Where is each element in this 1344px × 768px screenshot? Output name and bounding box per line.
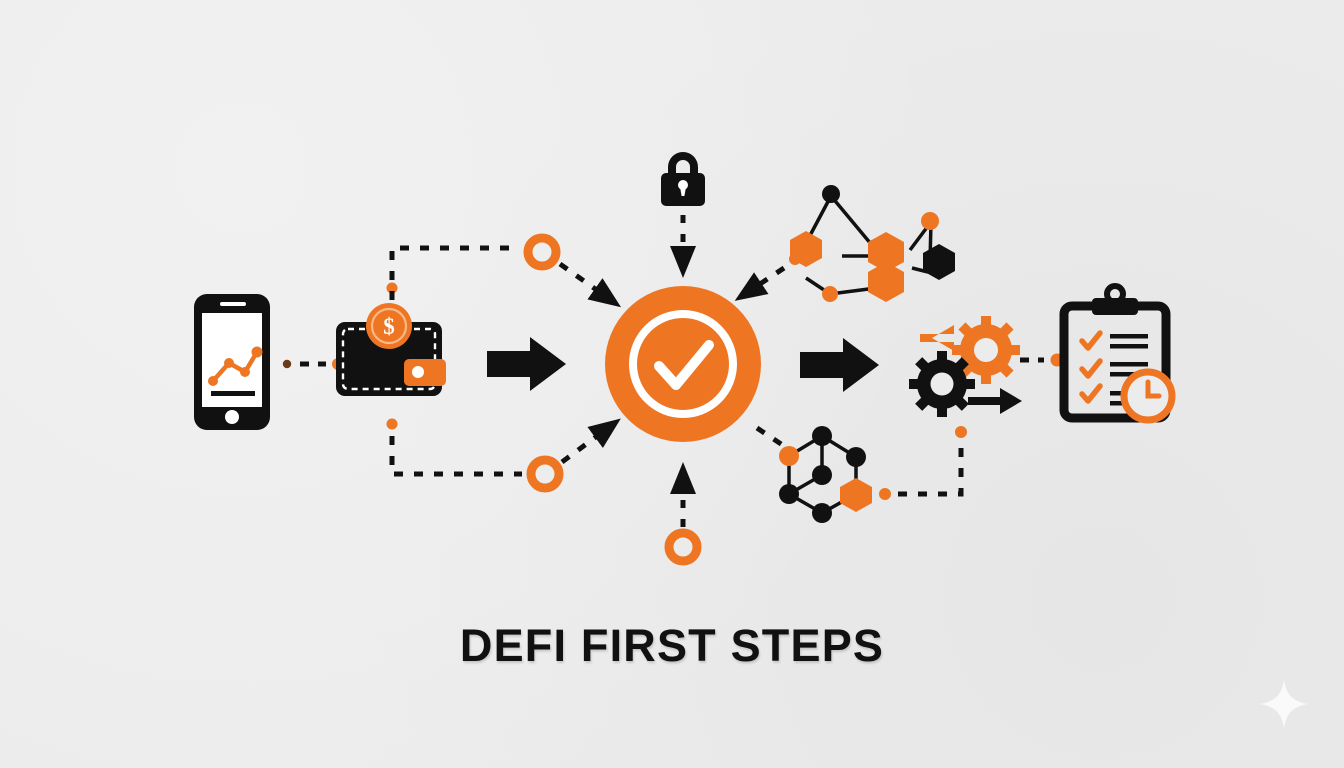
dotted-lower-left-loop [386, 418, 621, 493]
graph-node [779, 446, 799, 466]
checklist-icon[interactable] [1059, 283, 1176, 424]
graph-node [812, 426, 832, 446]
graph-hexagon [840, 478, 872, 512]
clipboard-clip [1092, 298, 1138, 315]
gears-icon[interactable] [909, 316, 1022, 417]
gear-arrow-right [968, 388, 1022, 414]
gear-dark [909, 351, 975, 417]
graph-node [812, 503, 832, 523]
graph-node [812, 465, 832, 485]
check-mark-icon [654, 340, 714, 390]
wallet-clasp [404, 359, 446, 386]
dotted-center-to-lower-network [755, 425, 792, 453]
checklist-checks [1079, 330, 1103, 404]
hexagon-dark [923, 244, 955, 280]
lock-icon[interactable] [661, 152, 705, 206]
network-node [822, 286, 838, 302]
gear-arrow-left [920, 325, 954, 351]
page-title: DEFI FIRST STEPS [459, 620, 885, 671]
hexagon [790, 231, 822, 267]
wallet-icon[interactable]: $ [336, 303, 446, 396]
gear-accent [952, 316, 1020, 384]
sparkle-icon [1260, 680, 1308, 728]
dotted-lower-network-to-gears [879, 426, 967, 500]
graph-node [779, 484, 799, 504]
phone-chart-line [210, 349, 260, 384]
hexagon [868, 232, 904, 272]
arrow-center-to-gears [800, 338, 879, 392]
wallet-coin-symbol: $ [383, 314, 395, 339]
arrow-wallet-to-center [487, 337, 566, 391]
dotted-bottom-to-center [664, 462, 702, 566]
hexagon [868, 262, 904, 302]
network-node [822, 185, 840, 203]
blockchain-network-icon[interactable] [790, 185, 955, 302]
center-check-badge[interactable] [605, 286, 761, 442]
dotted-upper-left-loop [386, 233, 622, 308]
graph-node [846, 447, 866, 467]
node-graph-icon[interactable] [779, 426, 872, 523]
phone-icon[interactable] [194, 294, 270, 430]
network-node [921, 212, 939, 230]
